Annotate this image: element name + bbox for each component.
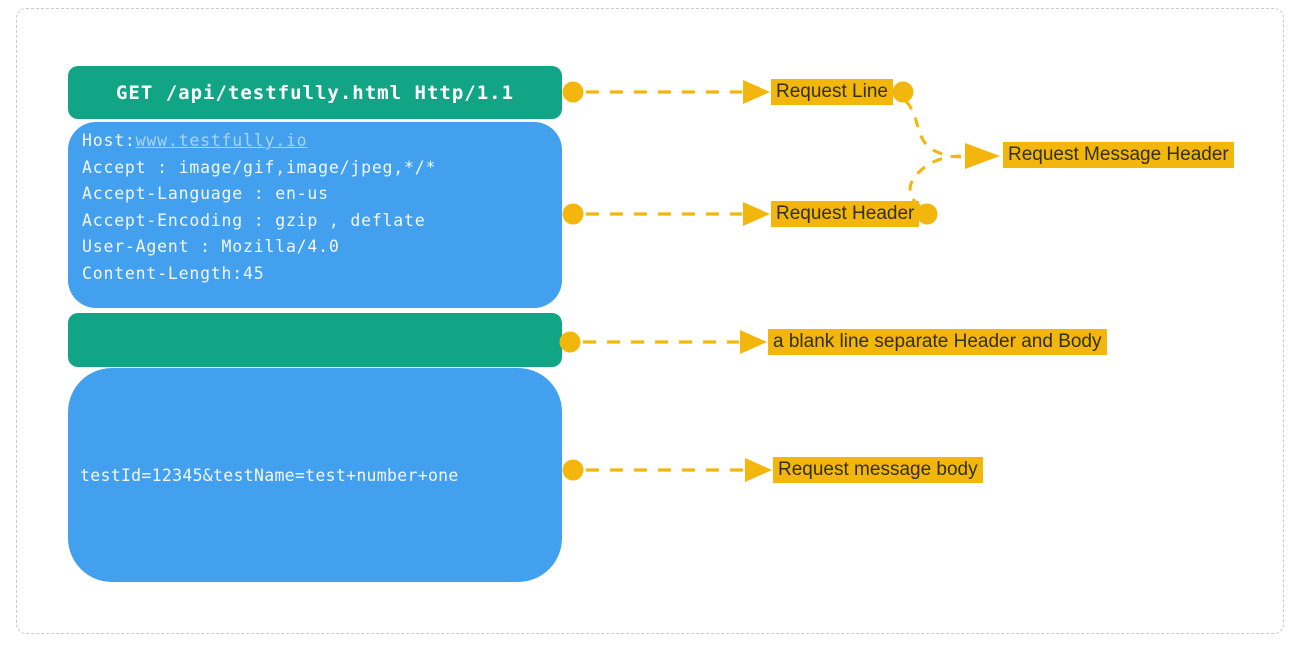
header-line: Accept-Language : en-us [82, 184, 329, 203]
label-blank-line: a blank line separate Header and Body [768, 329, 1107, 355]
label-request-body: Request message body [773, 457, 983, 483]
request-line-box: GET /api/testfully.html Http/1.1 [68, 66, 562, 119]
header-line: Content-Length:45 [82, 263, 265, 283]
request-body-box: testId=12345&testName=test+number+one [68, 368, 562, 582]
label-request-header: Request Header [771, 201, 920, 227]
host-link[interactable]: www.testfully.io [135, 131, 308, 150]
header-line: Accept : image/gif,image/jpeg,*/* [82, 157, 437, 177]
request-line-text: GET /api/testfully.html Http/1.1 [115, 81, 515, 104]
blank-line-bar [68, 313, 562, 367]
label-request-message-header: Request Message Header [1003, 142, 1234, 168]
label-request-line: Request Line [771, 79, 893, 105]
host-label: Host: [82, 131, 136, 150]
header-line-host: Host:www.testfully.io [82, 128, 548, 155]
request-headers-box: Host:www.testfully.io Accept : image/gif… [68, 122, 562, 308]
request-body-text: testId=12345&testName=test+number+one [80, 465, 459, 485]
header-line: User-Agent : Mozilla/4.0 [82, 237, 340, 256]
canvas-dashed-border [16, 8, 1284, 634]
header-line: Accept-Encoding : gzip , deflate [82, 210, 426, 230]
